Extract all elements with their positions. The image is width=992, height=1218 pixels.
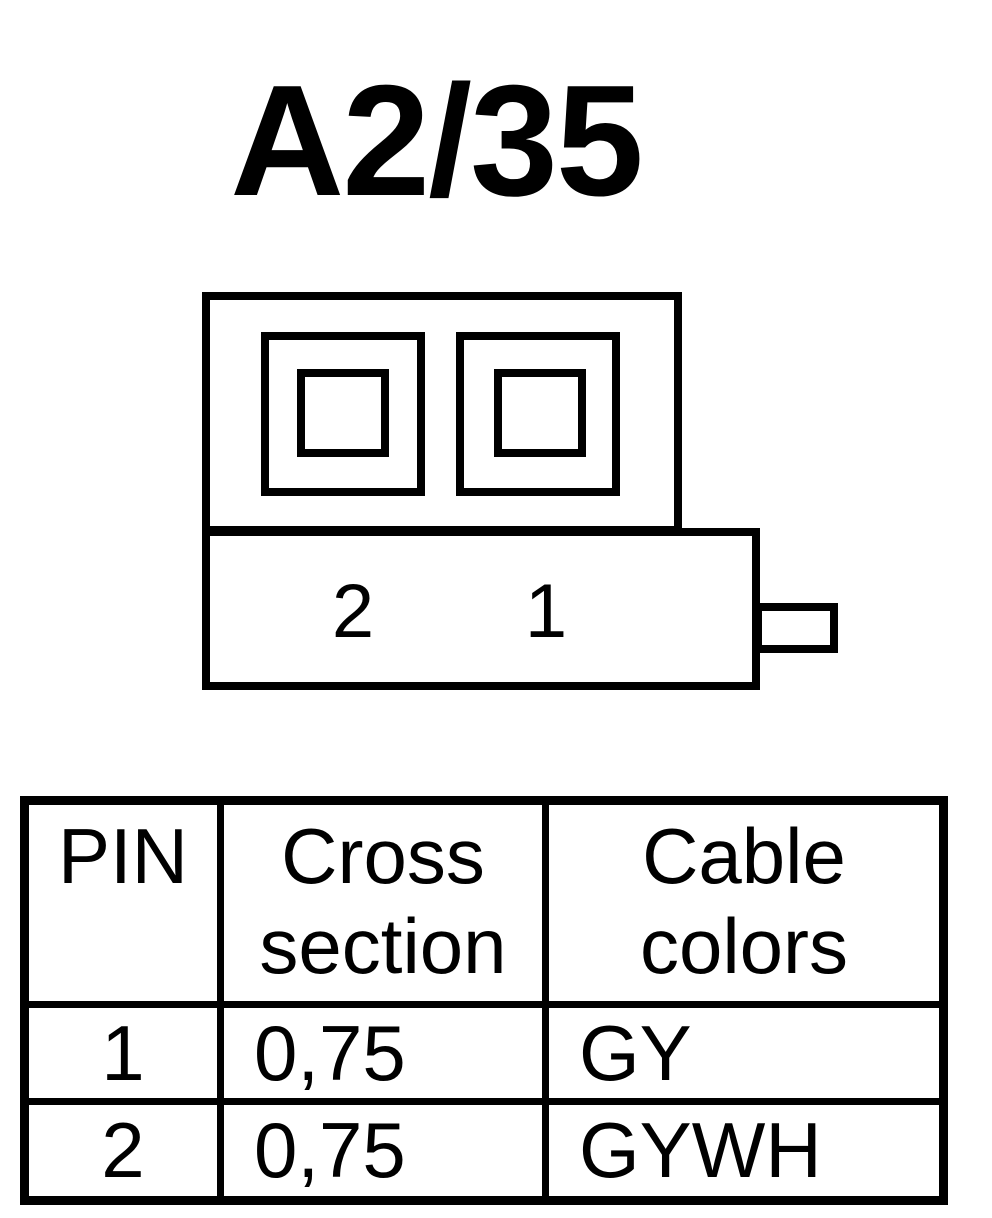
row-cable-color: GYWH bbox=[542, 1098, 947, 1204]
table-header-row: PIN Cross section Cable colors bbox=[21, 797, 947, 1008]
connector-title: A2/35 bbox=[230, 53, 644, 229]
row-cross-section: 0,75 bbox=[217, 1000, 549, 1106]
header-cross-section-line2: section bbox=[259, 902, 507, 991]
header-pin-label: PIN bbox=[57, 812, 189, 900]
header-cross-section-line1: Cross bbox=[281, 812, 485, 900]
pin-2-socket bbox=[261, 332, 425, 496]
header-pin: PIN bbox=[21, 797, 224, 1008]
table-row: 1 0,75 GY bbox=[21, 1000, 947, 1106]
connector-housing-lower bbox=[202, 528, 760, 690]
header-cable-colors: Cable colors bbox=[542, 797, 947, 1008]
row-pin: 2 bbox=[21, 1098, 224, 1204]
pin-table: PIN Cross section Cable colors 1 0,75 GY… bbox=[20, 796, 948, 1205]
header-cable-colors-line1: Cable bbox=[642, 812, 846, 900]
connector-diagram: 2 1 bbox=[202, 292, 838, 690]
pin-2-label: 2 bbox=[332, 569, 374, 654]
row-cable-color: GY bbox=[542, 1000, 947, 1106]
pin-1-label: 1 bbox=[525, 569, 567, 654]
connector-latch-tab bbox=[754, 603, 838, 653]
pin-1-socket bbox=[456, 332, 620, 496]
table-row: 2 0,75 GYWH bbox=[21, 1098, 947, 1204]
row-cross-section: 0,75 bbox=[217, 1098, 549, 1204]
row-pin: 1 bbox=[21, 1000, 224, 1106]
header-cross-section: Cross section bbox=[217, 797, 549, 1008]
header-cable-colors-line2: colors bbox=[639, 902, 849, 991]
